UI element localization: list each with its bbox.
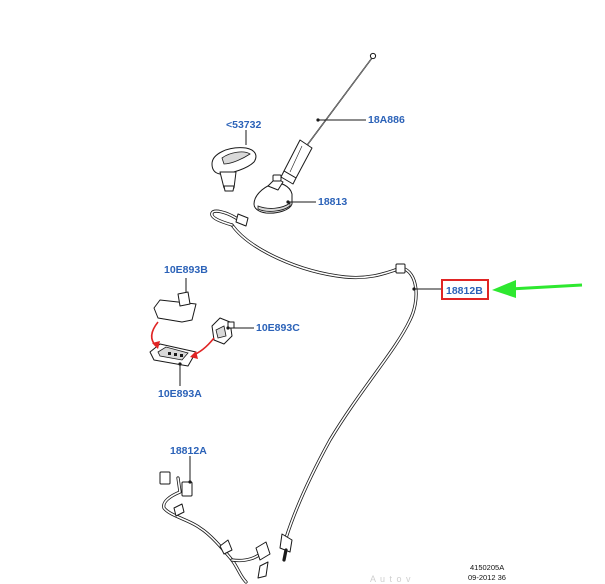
antenna-cover-53732 bbox=[211, 147, 257, 192]
label-10e893b[interactable]: 10E893B bbox=[164, 264, 208, 276]
watermark-text: A u t o v bbox=[370, 574, 412, 584]
label-10e893a[interactable]: 10E893A bbox=[158, 388, 202, 400]
antenna-base-18813 bbox=[253, 174, 293, 214]
label-18812b[interactable]: 18812B bbox=[446, 285, 483, 297]
connector-10e893c bbox=[211, 317, 235, 345]
highlight-box-18812b bbox=[441, 279, 489, 300]
module-plate-10e893b bbox=[153, 291, 197, 323]
date-code: 09-2012 36 bbox=[468, 573, 506, 582]
module-10e893a bbox=[149, 343, 197, 367]
harness-18812a bbox=[159, 471, 271, 584]
reference-code: 4150205A bbox=[470, 563, 504, 572]
label-53732[interactable]: <53732 bbox=[226, 119, 261, 131]
assembly-arrows bbox=[150, 321, 215, 359]
label-18813[interactable]: 18813 bbox=[318, 196, 347, 208]
label-18a886[interactable]: 18A886 bbox=[368, 114, 405, 126]
antenna-cable-18812b bbox=[210, 209, 418, 562]
antenna-mast-18a886 bbox=[280, 52, 377, 185]
label-18812a[interactable]: 18812A bbox=[170, 445, 207, 457]
leader-lines bbox=[178, 118, 442, 484]
label-10e893c[interactable]: 10E893C bbox=[256, 322, 300, 334]
green-pointer-arrow bbox=[492, 280, 583, 298]
